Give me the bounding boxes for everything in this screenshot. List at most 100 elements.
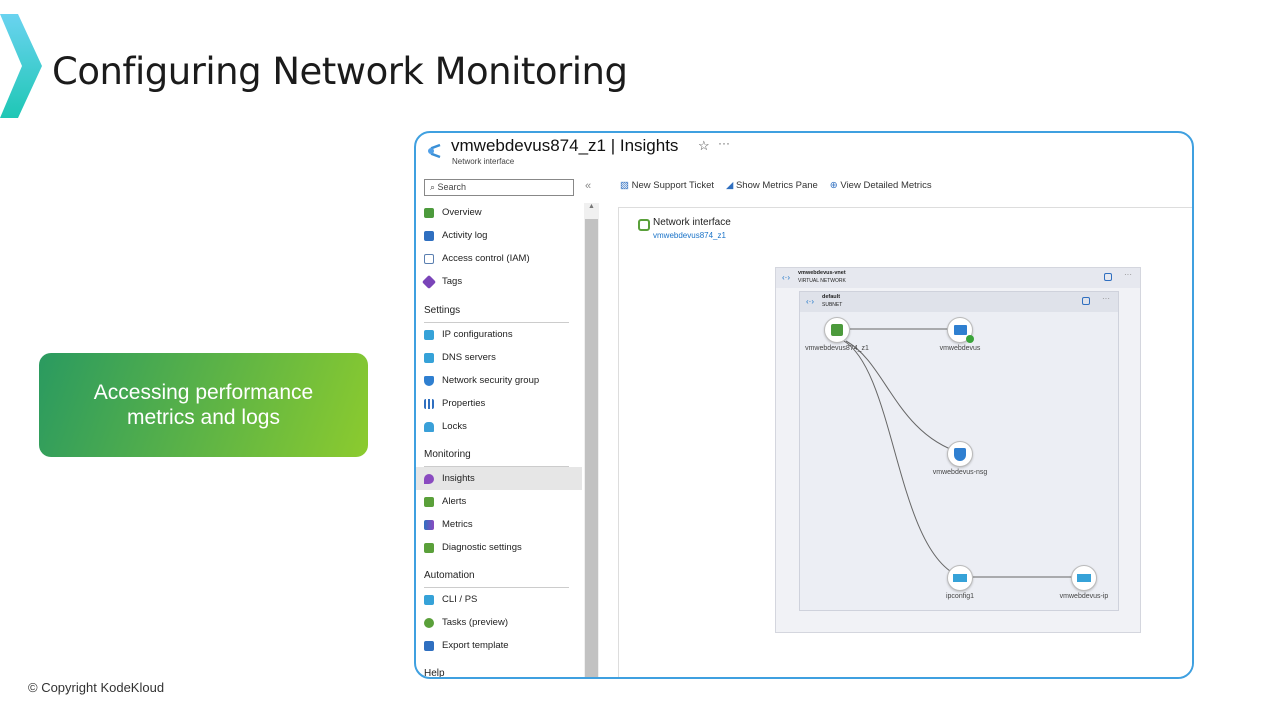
vnet-type: VIRTUAL NETWORK [798, 278, 846, 284]
vnet-name: vmwebdevus-vnet [798, 270, 846, 276]
nic-node[interactable] [824, 317, 850, 343]
new-support-ticket-button[interactable]: ▧ New Support Ticket [620, 180, 714, 191]
properties-icon [424, 398, 434, 409]
topology-links [843, 328, 1085, 578]
selected-highlight [416, 467, 582, 490]
label: Tasks (preview) [442, 617, 508, 628]
label: Tags [442, 276, 463, 287]
sidebar-item-locks[interactable]: Locks [424, 421, 467, 432]
label: Metrics [442, 519, 473, 530]
label: Properties [442, 398, 486, 409]
view-detailed-metrics-button[interactable]: ⊕ View Detailed Metrics [830, 180, 932, 191]
subnet-name: default [822, 294, 841, 300]
resource-type: Network interface [452, 157, 515, 166]
public-ip-label: vmwebdevus-ip [1059, 593, 1109, 600]
sidebar-item-tasks[interactable]: Tasks (preview) [424, 617, 508, 628]
sidebar-item-activity-log[interactable]: Activity log [424, 230, 487, 241]
sidebar-item-cli-ps[interactable]: CLI / PS [424, 594, 477, 605]
sidebar-item-insights[interactable]: Insights [424, 473, 475, 484]
public-ip-node[interactable] [1071, 565, 1097, 591]
collapse-icon[interactable]: « [585, 180, 592, 192]
tasks-icon [424, 617, 434, 628]
network-interface-card-icon [638, 219, 650, 231]
section-settings: Settings [424, 305, 461, 316]
shield-icon [954, 447, 966, 461]
sidebar-item-nsg[interactable]: Network security group [424, 375, 539, 386]
label: Export template [442, 640, 509, 651]
slide-title: Configuring Network Monitoring [52, 50, 628, 93]
status-ok-icon [966, 335, 974, 343]
nic-icon [831, 324, 843, 336]
show-metrics-pane-button[interactable]: ◢ Show Metrics Pane [726, 180, 818, 191]
label: CLI / PS [442, 594, 478, 605]
network-interface-icon [426, 142, 444, 160]
vnet-expand-icon[interactable] [1104, 273, 1112, 281]
insights-icon [424, 473, 434, 484]
highlight-card: Accessing performance metrics and logs [39, 353, 368, 457]
sidebar-item-metrics[interactable]: Metrics [424, 519, 473, 530]
label: Activity log [442, 230, 488, 241]
more-icon[interactable]: ··· [718, 136, 730, 150]
sidebar-scrollbar[interactable]: ▲ [584, 203, 599, 677]
sidebar-item-ip-configurations[interactable]: IP configurations [424, 329, 513, 340]
toolbar: ▧ New Support Ticket ◢ Show Metrics Pane… [620, 180, 932, 191]
resource-title: vmwebdevus874_z1 | Insights [451, 136, 679, 155]
section-help: Help [424, 668, 445, 679]
card-link[interactable]: vmwebdevus874_z1 [653, 231, 726, 240]
label: View Detailed Metrics [840, 180, 932, 191]
monitor-icon [953, 325, 967, 335]
public-ip-icon [1077, 574, 1091, 582]
link-nic-nsg [845, 340, 962, 454]
sidebar-item-overview[interactable]: Overview [424, 207, 482, 218]
label: Diagnostic settings [442, 542, 522, 553]
section-automation: Automation [424, 570, 475, 581]
nsg-label: vmwebdevus-nsg [932, 469, 988, 476]
subnet-type: SUBNET [822, 302, 843, 308]
nsg-node[interactable] [947, 441, 973, 467]
vm-node[interactable] [947, 317, 974, 343]
subnet-icon: ‹·› [806, 297, 814, 306]
cli-icon [424, 594, 434, 605]
vm-label: vmwebdevus [939, 345, 981, 352]
label: Access control (IAM) [442, 253, 530, 264]
ipconfig-node[interactable] [947, 565, 973, 591]
ticket-icon: ▧ [620, 180, 629, 191]
kodekloud-logo [0, 14, 42, 118]
sidebar-item-iam[interactable]: Access control (IAM) [424, 253, 530, 264]
label: Locks [442, 421, 467, 432]
search-input[interactable]: ⌕ Search [424, 179, 574, 196]
label: Network security group [442, 375, 540, 386]
label: Insights [442, 473, 475, 484]
shield-icon [424, 375, 434, 386]
chart-icon: ◢ [726, 180, 734, 191]
diagnostic-icon [424, 542, 434, 553]
section-monitoring: Monitoring [424, 449, 471, 460]
label: Show Metrics Pane [735, 180, 818, 191]
subnet-more-icon[interactable]: ··· [1102, 294, 1110, 303]
ipconfig-label: ipconfig1 [945, 593, 975, 600]
search-placeholder: Search [437, 182, 467, 192]
ipconfig-icon [953, 574, 967, 582]
sidebar-item-tags[interactable]: Tags [421, 274, 463, 289]
star-icon[interactable]: ☆ [698, 138, 710, 153]
copyright: © Copyright KodeKloud [28, 680, 165, 695]
card-title: Network interface [653, 217, 731, 228]
globe-icon: ⊕ [829, 180, 838, 191]
link-nic-ipconfig [843, 340, 962, 578]
scrollbar-thumb[interactable] [585, 219, 598, 677]
vnet-icon: ‹·› [782, 273, 790, 282]
azure-portal-screenshot: vmwebdevus874_z1 | Insights ☆ ··· Networ… [414, 131, 1194, 679]
sidebar-item-export-template[interactable]: Export template [424, 640, 509, 651]
subnet-expand-icon[interactable] [1082, 297, 1090, 305]
label: Alerts [442, 496, 467, 507]
dns-icon [424, 352, 434, 363]
label: DNS servers [442, 352, 496, 363]
sidebar-item-diagnostic-settings[interactable]: Diagnostic settings [424, 542, 522, 553]
label: New Support Ticket [631, 180, 714, 191]
sidebar-item-properties[interactable]: Properties [424, 398, 485, 409]
sidebar-item-dns-servers[interactable]: DNS servers [424, 352, 496, 363]
nic-label: vmwebdevus874_z1 [805, 345, 869, 352]
sidebar-item-alerts[interactable]: Alerts [424, 496, 466, 507]
vnet-more-icon[interactable]: ··· [1124, 270, 1132, 279]
metrics-icon [424, 519, 434, 530]
